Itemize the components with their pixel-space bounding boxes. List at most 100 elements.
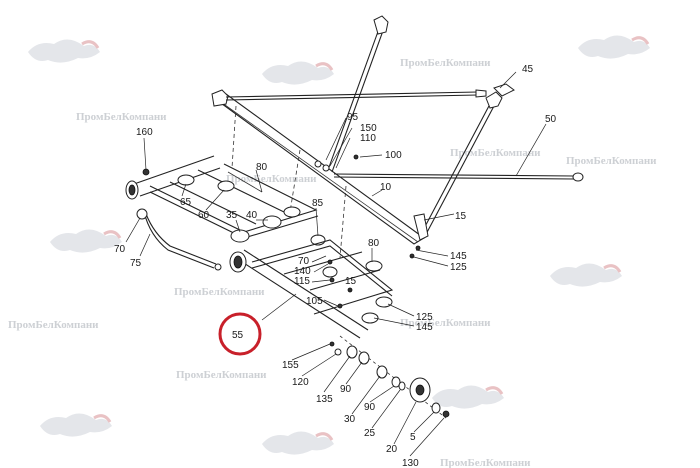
watermark-logo: [550, 263, 622, 287]
right-frame-rect-edge: [251, 245, 393, 297]
watermark-text: ПромБелКомпани: [8, 319, 99, 331]
bolt: [314, 160, 322, 168]
bushing-90b: [391, 376, 401, 388]
leader-120: [301, 353, 337, 377]
leader-125a: [409, 255, 449, 267]
right-roller-tube-55-edge: [243, 249, 369, 331]
clamp-80: [365, 260, 383, 272]
leader-lines: [125, 71, 547, 457]
rod-eye-end: [572, 172, 584, 182]
bracket-45: [493, 83, 515, 97]
bolt: [415, 245, 421, 251]
part-label: 20: [386, 444, 398, 455]
highlight-circle: [218, 312, 262, 356]
watermark-text: ПромБелКомпани: [76, 111, 167, 123]
clamp-35: [230, 229, 250, 243]
bolt: [322, 164, 330, 172]
part-label: 35: [226, 210, 238, 221]
frame-crossbar: [283, 251, 363, 275]
part-label: 105: [306, 296, 323, 307]
washer-25: [398, 381, 406, 391]
strut-top-fitting: [373, 15, 389, 35]
part-label: 15: [345, 276, 357, 287]
part-label: 140: [294, 266, 311, 277]
right-roller-tube-55: [235, 257, 361, 339]
leader-145b: [373, 317, 415, 327]
ring-30: [376, 365, 388, 379]
leader-15a: [423, 213, 455, 221]
exploded-axle-parts: [329, 335, 450, 419]
leader-130: [409, 417, 445, 457]
leader-70b: [311, 255, 327, 263]
washer-5: [431, 402, 441, 414]
part-label: 155: [282, 360, 299, 371]
part-label: 145: [416, 322, 433, 333]
assembly-guide-line: [289, 149, 301, 213]
frame-crossbar: [197, 169, 285, 213]
long-tie-rod-50: [333, 173, 575, 177]
leader-125b: [387, 303, 415, 317]
diagonal-strut-left-edge: [331, 27, 385, 173]
nut: [353, 154, 359, 160]
leader-90b: [369, 385, 395, 403]
watermark-text: ПромБелКомпани: [400, 317, 491, 329]
watermark-logo: [50, 229, 122, 253]
part-label: 125: [450, 262, 467, 273]
leader-145a: [415, 249, 449, 257]
part-label: 80: [368, 238, 380, 249]
long-tie-rod-50-edge: [333, 176, 575, 180]
diagonal-strut-right: [419, 103, 491, 237]
watermark-logo: [262, 431, 334, 455]
leader-140: [313, 263, 329, 273]
watermark-logo: [262, 61, 334, 85]
left-roller-cap-hub: [128, 184, 136, 196]
exploded-axis-line: [339, 335, 447, 419]
part-label: 110: [360, 133, 376, 144]
bearing-20-hub: [415, 384, 425, 396]
clamp-65: [177, 174, 195, 186]
part-label: 130: [402, 458, 419, 468]
watermark-text: ПромБелКомпани: [176, 369, 267, 381]
part-label: 25: [364, 428, 376, 439]
watermark-logo: [432, 385, 504, 409]
leader-90a: [345, 361, 363, 385]
watermark-layer: ПромБелКомпани ПромБелКомпани ПромБелКом…: [8, 35, 657, 468]
part-label: 10: [380, 182, 392, 193]
bolt-140: [327, 259, 333, 265]
highlighted-part-label: 55: [232, 330, 244, 341]
part-label: 100: [385, 150, 402, 161]
part-label: 115: [294, 276, 310, 287]
watermark-text: ПромБелКомпани: [400, 57, 491, 69]
clamp-40: [262, 215, 282, 229]
brace: [227, 171, 263, 193]
part-label: 120: [292, 377, 309, 388]
leader-75: [139, 233, 151, 257]
pin-155: [329, 341, 335, 347]
watermark-logo: [28, 39, 100, 63]
part-label: 70: [114, 244, 126, 255]
frame-beam-edge: [217, 99, 419, 243]
bushing-90: [358, 351, 370, 365]
part-label: 160: [136, 127, 153, 138]
watermark-text: ПромБелКомпани: [440, 457, 531, 468]
part-label: 90: [364, 402, 376, 413]
watermark-logo: [40, 413, 112, 437]
rod-end: [475, 89, 487, 98]
lower-bracket: [413, 213, 429, 241]
leader-65: [181, 183, 187, 197]
leader-105: [323, 299, 339, 307]
part-label: 85: [312, 198, 324, 209]
part-label: 90: [340, 384, 352, 395]
part-label: 145: [450, 251, 467, 262]
leader-155: [291, 343, 331, 361]
leader-5: [413, 411, 435, 433]
leader-70a: [125, 217, 141, 243]
leader-45: [499, 71, 517, 89]
nut-130: [442, 410, 450, 418]
bolt-115: [329, 277, 335, 283]
leader-50: [515, 123, 547, 177]
part-label: 95: [347, 112, 359, 123]
part-label: 65: [180, 197, 192, 208]
